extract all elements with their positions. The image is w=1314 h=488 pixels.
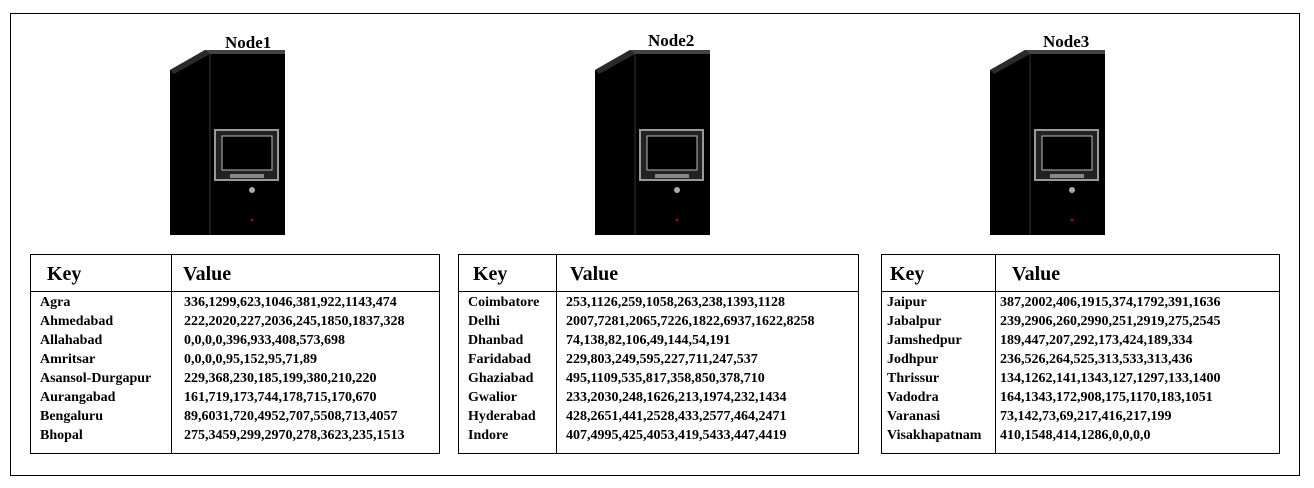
row-key: Amritsar xyxy=(40,352,96,367)
row-value: 428,2651,441,2528,433,2577,464,2471 xyxy=(566,409,787,424)
row-value: 495,1109,535,817,358,850,378,710 xyxy=(566,371,765,386)
row-key: Jabalpur xyxy=(887,314,942,329)
row-key: Visakhapatnam xyxy=(887,428,982,443)
node-label: Node2 xyxy=(648,31,695,50)
row-key: Coimbatore xyxy=(468,295,540,310)
row-key: Hyderabad xyxy=(468,409,536,424)
row-value: 407,4995,425,4053,419,5433,447,4419 xyxy=(566,428,787,443)
table-row: Jamshedpur 189,447,207,292,173,424,189,33… xyxy=(882,331,1279,350)
table-row: Visakhapatnam 410,1548,414,1286,0,0,0,0 xyxy=(882,426,1279,445)
table-row: Dhanbad 74,138,82,106,49,144,54,191 xyxy=(459,331,858,350)
row-value: 387,2002,406,1915,374,1792,391,1636 xyxy=(1000,295,1221,310)
row-key: Aurangabad xyxy=(40,390,116,405)
server-icon xyxy=(585,30,735,250)
diagram-frame xyxy=(10,13,1300,476)
table-row: Faridabad 229,803,249,595,227,711,247,537 xyxy=(459,350,858,369)
server-icon xyxy=(980,30,1130,250)
row-key: Ghaziabad xyxy=(468,371,534,386)
table-row: Vadodra 164,1343,172,908,175,1170,183,105… xyxy=(882,388,1279,407)
row-value: 2007,7281,2065,7226,1822,6937,1622,8258 xyxy=(566,314,815,329)
value-header: Value xyxy=(183,263,232,285)
row-key: Dhanbad xyxy=(468,333,524,348)
row-key: Jamshedpur xyxy=(887,333,962,348)
row-value: 253,1126,259,1058,263,238,1393,1128 xyxy=(566,295,785,310)
table-row: Bengaluru 89,6031,720,4952,707,5508,713,4… xyxy=(31,407,439,426)
table-row: Ahmedabad 222,2020,227,2036,245,1850,1837… xyxy=(31,312,439,331)
row-value: 74,138,82,106,49,144,54,191 xyxy=(566,333,731,348)
table-row: Amritsar 0,0,0,0,95,152,95,71,89 xyxy=(31,350,439,369)
key-value-table: Key Value Agra 336,1299,623,1046,381,922,… xyxy=(30,254,440,454)
table-row: Jaipur 387,2002,406,1915,374,1792,391,163… xyxy=(882,293,1279,312)
node-label: Node1 xyxy=(225,33,272,52)
table-row: Thrissur 134,1262,141,1343,127,1297,133,1… xyxy=(882,369,1279,388)
key-header: Key xyxy=(473,263,508,285)
table-row: Hyderabad 428,2651,441,2528,433,2577,464,… xyxy=(459,407,858,426)
row-value: 189,447,207,292,173,424,189,334 xyxy=(1000,333,1193,348)
row-key: Faridabad xyxy=(468,352,532,367)
row-key: Bengaluru xyxy=(40,409,104,424)
row-value: 229,368,230,185,199,380,210,220 xyxy=(184,371,377,386)
table-row: Coimbatore 253,1126,259,1058,263,238,1393… xyxy=(459,293,858,312)
row-key: Varanasi xyxy=(887,409,941,424)
row-value: 134,1262,141,1343,127,1297,133,1400 xyxy=(1000,371,1221,386)
node-label: Node3 xyxy=(1043,32,1090,51)
row-key: Thrissur xyxy=(887,371,940,386)
row-value: 73,142,73,69,217,416,217,199 xyxy=(1000,409,1172,424)
column-divider xyxy=(171,255,172,453)
key-value-table: Key Value Coimbatore 253,1126,259,1058,26… xyxy=(458,254,859,454)
table-row: Jabalpur 239,2906,260,2990,251,2919,275,2… xyxy=(882,312,1279,331)
key-value-table: Key Value Jaipur 387,2002,406,1915,374,17… xyxy=(881,254,1280,454)
table-header xyxy=(31,255,439,292)
table-row: Gwalior 233,2030,248,1626,213,1974,232,14… xyxy=(459,388,858,407)
value-header: Value xyxy=(570,263,619,285)
row-value: 239,2906,260,2990,251,2919,275,2545 xyxy=(1000,314,1221,329)
row-key: Allahabad xyxy=(40,333,103,348)
row-value: 0,0,0,0,95,152,95,71,89 xyxy=(184,352,317,367)
row-value: 0,0,0,0,396,933,408,573,698 xyxy=(184,333,345,348)
table-row: Aurangabad 161,719,173,744,178,715,170,67… xyxy=(31,388,439,407)
row-key: Ahmedabad xyxy=(40,314,114,329)
key-header: Key xyxy=(47,263,82,285)
row-key: Jodhpur xyxy=(887,352,939,367)
row-value: 275,3459,299,2970,278,3623,235,1513 xyxy=(184,428,405,443)
column-divider xyxy=(995,255,996,453)
table-body: Coimbatore 253,1126,259,1058,263,238,1393… xyxy=(459,293,858,445)
table-row: Ghaziabad 495,1109,535,817,358,850,378,71… xyxy=(459,369,858,388)
table-body: Jaipur 387,2002,406,1915,374,1792,391,163… xyxy=(882,293,1279,445)
table-row: Varanasi 73,142,73,69,217,416,217,199 xyxy=(882,407,1279,426)
row-key: Vadodra xyxy=(887,390,939,405)
row-key: Gwalior xyxy=(468,390,517,405)
row-value: 229,803,249,595,227,711,247,537 xyxy=(566,352,758,367)
column-divider xyxy=(556,255,557,453)
row-value: 336,1299,623,1046,381,922,1143,474 xyxy=(184,295,397,310)
table-row: Indore 407,4995,425,4053,419,5433,447,441… xyxy=(459,426,858,445)
table-body: Agra 336,1299,623,1046,381,922,1143,474 A… xyxy=(31,293,439,445)
row-value: 161,719,173,744,178,715,170,670 xyxy=(184,390,377,405)
table-row: Bhopal 275,3459,299,2970,278,3623,235,151… xyxy=(31,426,439,445)
row-value: 236,526,264,525,313,533,313,436 xyxy=(1000,352,1193,367)
table-row: Delhi 2007,7281,2065,7226,1822,6937,1622,… xyxy=(459,312,858,331)
row-key: Bhopal xyxy=(40,428,83,443)
table-header xyxy=(882,255,1279,292)
value-header: Value xyxy=(1012,263,1061,285)
row-key: Jaipur xyxy=(887,295,927,310)
row-key: Agra xyxy=(40,295,71,310)
table-row: Agra 336,1299,623,1046,381,922,1143,474 xyxy=(31,293,439,312)
row-value: 222,2020,227,2036,245,1850,1837,328 xyxy=(184,314,405,329)
row-value: 233,2030,248,1626,213,1974,232,1434 xyxy=(566,390,787,405)
row-key: Delhi xyxy=(468,314,500,329)
server-icon xyxy=(160,30,310,250)
table-row: Asansol-Durgapur 229,368,230,185,199,380,… xyxy=(31,369,439,388)
table-row: Jodhpur 236,526,264,525,313,533,313,436 xyxy=(882,350,1279,369)
row-value: 89,6031,720,4952,707,5508,713,4057 xyxy=(184,409,398,424)
row-value: 164,1343,172,908,175,1170,183,1051 xyxy=(1000,390,1213,405)
row-value: 410,1548,414,1286,0,0,0,0 xyxy=(1000,428,1151,443)
key-header: Key xyxy=(890,263,925,285)
table-row: Allahabad 0,0,0,0,396,933,408,573,698 xyxy=(31,331,439,350)
table-header xyxy=(459,255,858,292)
row-key: Indore xyxy=(468,428,509,443)
row-key: Asansol-Durgapur xyxy=(40,371,152,386)
